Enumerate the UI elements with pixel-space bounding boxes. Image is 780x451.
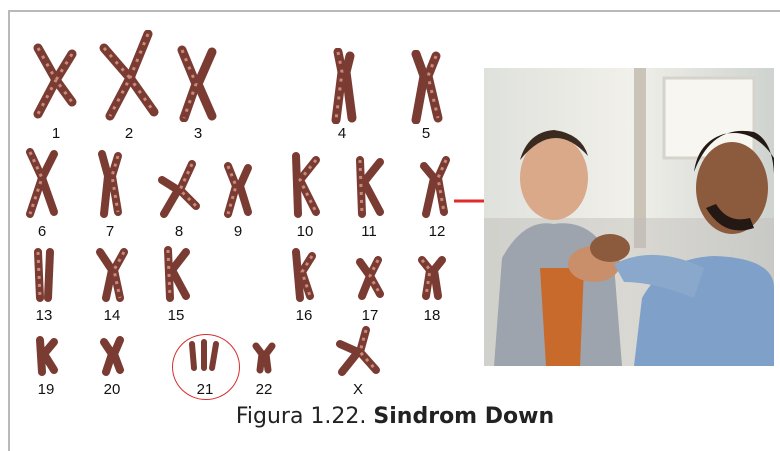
chromosome-label: 12 <box>412 223 462 240</box>
karyotype-panel: 1 2 3 4 5 <box>10 12 480 392</box>
chromosome-label: 22 <box>244 381 284 398</box>
chromosome-10: 10 <box>282 152 328 240</box>
chromosome-17: 17 <box>348 256 392 324</box>
chromosome-label: X <box>330 381 386 398</box>
chromosome-label: 9 <box>216 223 260 240</box>
chromosome-5: 5 <box>396 50 456 142</box>
photo-people-handshake <box>484 68 774 366</box>
chromosome-11: 11 <box>346 156 392 240</box>
chromosome-14: 14 <box>90 248 134 324</box>
chromosome-label: 11 <box>346 223 392 240</box>
chromosome-2: 2 <box>94 30 164 142</box>
chromosome-x: X <box>330 326 386 398</box>
chromosome-16: 16 <box>282 248 326 324</box>
chromosome-label: 6 <box>20 223 64 240</box>
trisomy-21-highlight-circle <box>172 334 240 400</box>
chromosome-13: 13 <box>24 248 64 324</box>
chromosome-label: 7 <box>88 223 132 240</box>
chromosome-4: 4 <box>312 48 372 142</box>
chromosome-3: 3 <box>168 44 228 142</box>
chromosome-22: 22 <box>244 340 284 398</box>
chromosome-15: 15 <box>154 246 198 324</box>
chromosome-label: 5 <box>396 125 456 142</box>
chromosome-label: 16 <box>282 307 326 324</box>
figure-title: Sindrom Down <box>373 404 554 429</box>
chromosome-label: 4 <box>312 125 372 142</box>
chromosome-label: 17 <box>348 307 392 324</box>
chromosome-8: 8 <box>154 160 204 240</box>
chromosome-label: 1 <box>26 125 86 142</box>
chromosome-label: 20 <box>92 381 132 398</box>
chromosome-label: 18 <box>410 307 454 324</box>
chromosome-label: 13 <box>24 307 64 324</box>
chromosome-label: 3 <box>168 125 228 142</box>
chromosome-label: 15 <box>154 307 198 324</box>
figure-caption: Figura 1.22. Sindrom Down <box>10 404 780 429</box>
chromosome-20: 20 <box>92 336 132 398</box>
chromosome-7: 7 <box>88 150 132 240</box>
chromosome-label: 8 <box>154 223 204 240</box>
chromosome-label: 14 <box>90 307 134 324</box>
figure-label: Figura 1.22. <box>236 404 367 429</box>
chromosome-19: 19 <box>26 336 66 398</box>
chromosome-label: 2 <box>94 125 164 142</box>
chromosome-9: 9 <box>216 162 260 240</box>
chromosome-6: 6 <box>20 148 64 240</box>
chromosome-label: 19 <box>26 381 66 398</box>
chromosome-18: 18 <box>410 256 454 324</box>
chromosome-label: 10 <box>282 223 328 240</box>
chromosome-1: 1 <box>26 42 86 142</box>
